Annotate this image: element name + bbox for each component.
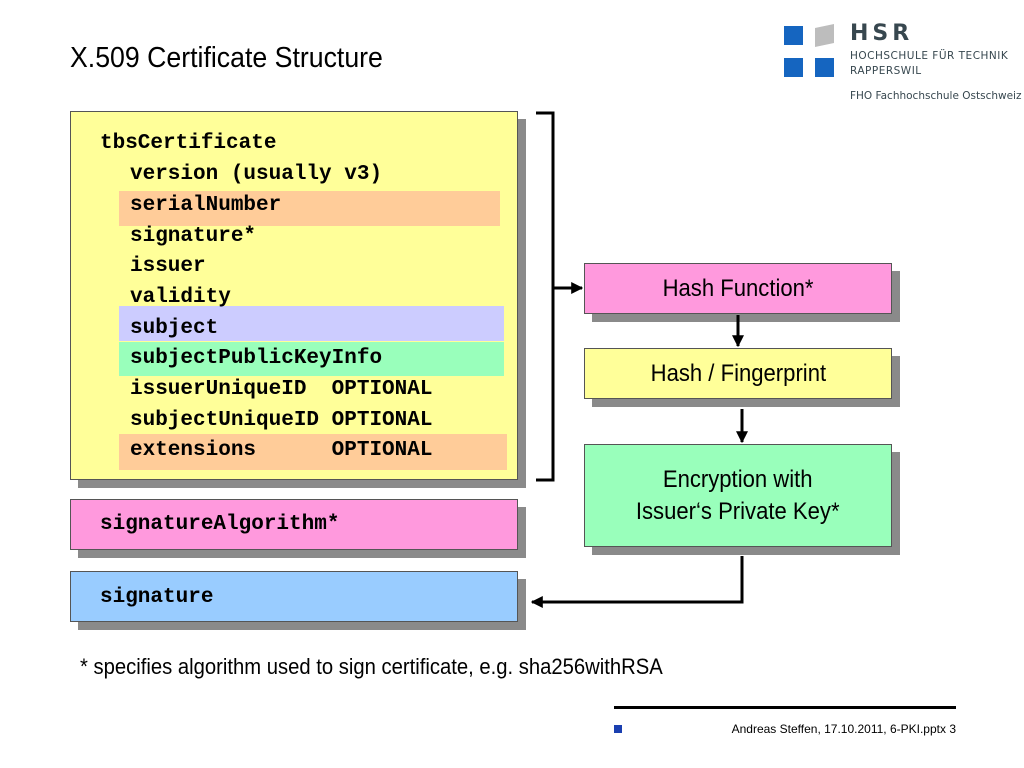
slide-title: X.509 Certificate Structure xyxy=(70,42,383,74)
signature-box: signature xyxy=(70,571,518,622)
field-subject-public-key-info: subjectPublicKeyInfo xyxy=(130,347,383,370)
logo-square-icon xyxy=(784,58,803,77)
hsr-logo: HSR HOCHSCHULE FÜR TECHNIK RAPPERSWIL FH… xyxy=(784,21,1021,104)
field-subject-unique-id: subjectUniqueID OPTIONAL xyxy=(130,409,433,432)
field-highlight-serial xyxy=(119,191,500,226)
hash-function-box: Hash Function* xyxy=(584,263,892,314)
encryption-to-signature-arrow xyxy=(530,556,744,608)
field-version: version (usually v3) xyxy=(130,163,383,186)
footer-rule xyxy=(614,706,956,709)
encryption-label-line-2: Issuer‘s Private Key* xyxy=(636,497,840,525)
field-issuer-unique-id: issuerUniqueID OPTIONAL xyxy=(130,378,433,401)
encryption-box: Encryption with Issuer‘s Private Key* xyxy=(584,444,892,547)
field-serial-number: serialNumber xyxy=(130,194,282,217)
logo-name: HSR xyxy=(850,21,914,46)
logo-line-3: FHO Fachhochschule Ostschweiz xyxy=(850,90,1022,102)
hash-fingerprint-box: Hash / Fingerprint xyxy=(584,348,892,399)
field-highlight-spki xyxy=(119,342,504,376)
field-issuer: issuer xyxy=(130,255,206,278)
field-validity: validity xyxy=(130,286,231,309)
logo-line-2: RAPPERSWIL xyxy=(850,65,922,77)
encryption-label-line-1: Encryption with xyxy=(663,465,813,493)
field-highlight-subject xyxy=(119,306,504,341)
hash-function-label: Hash Function* xyxy=(662,274,814,302)
tbs-certificate-box: tbsCertificate version (usually v3) seri… xyxy=(70,111,518,480)
footnote: * specifies algorithm used to sign certi… xyxy=(80,654,663,679)
logo-square-icon xyxy=(784,26,803,45)
signature-algorithm-label: signatureAlgorithm* xyxy=(100,513,340,536)
field-highlight-extensions xyxy=(119,434,507,470)
hash-fingerprint-label: Hash / Fingerprint xyxy=(650,359,826,387)
tbs-certificate-label: tbsCertificate xyxy=(100,132,277,155)
logo-line-1: HOCHSCHULE FÜR TECHNIK xyxy=(850,50,1009,62)
field-extensions: extensions OPTIONAL xyxy=(130,439,433,462)
footer-square-icon xyxy=(614,725,622,733)
field-subject: subject xyxy=(130,317,219,340)
logo-square-icon xyxy=(815,58,834,77)
footer-text: Andreas Steffen, 17.10.2011, 6-PKI.pptx … xyxy=(731,722,956,736)
bracket-line xyxy=(536,111,555,482)
signature-label: signature xyxy=(100,586,214,609)
field-signature: signature* xyxy=(130,225,257,248)
signature-algorithm-box: signatureAlgorithm* xyxy=(70,499,518,550)
